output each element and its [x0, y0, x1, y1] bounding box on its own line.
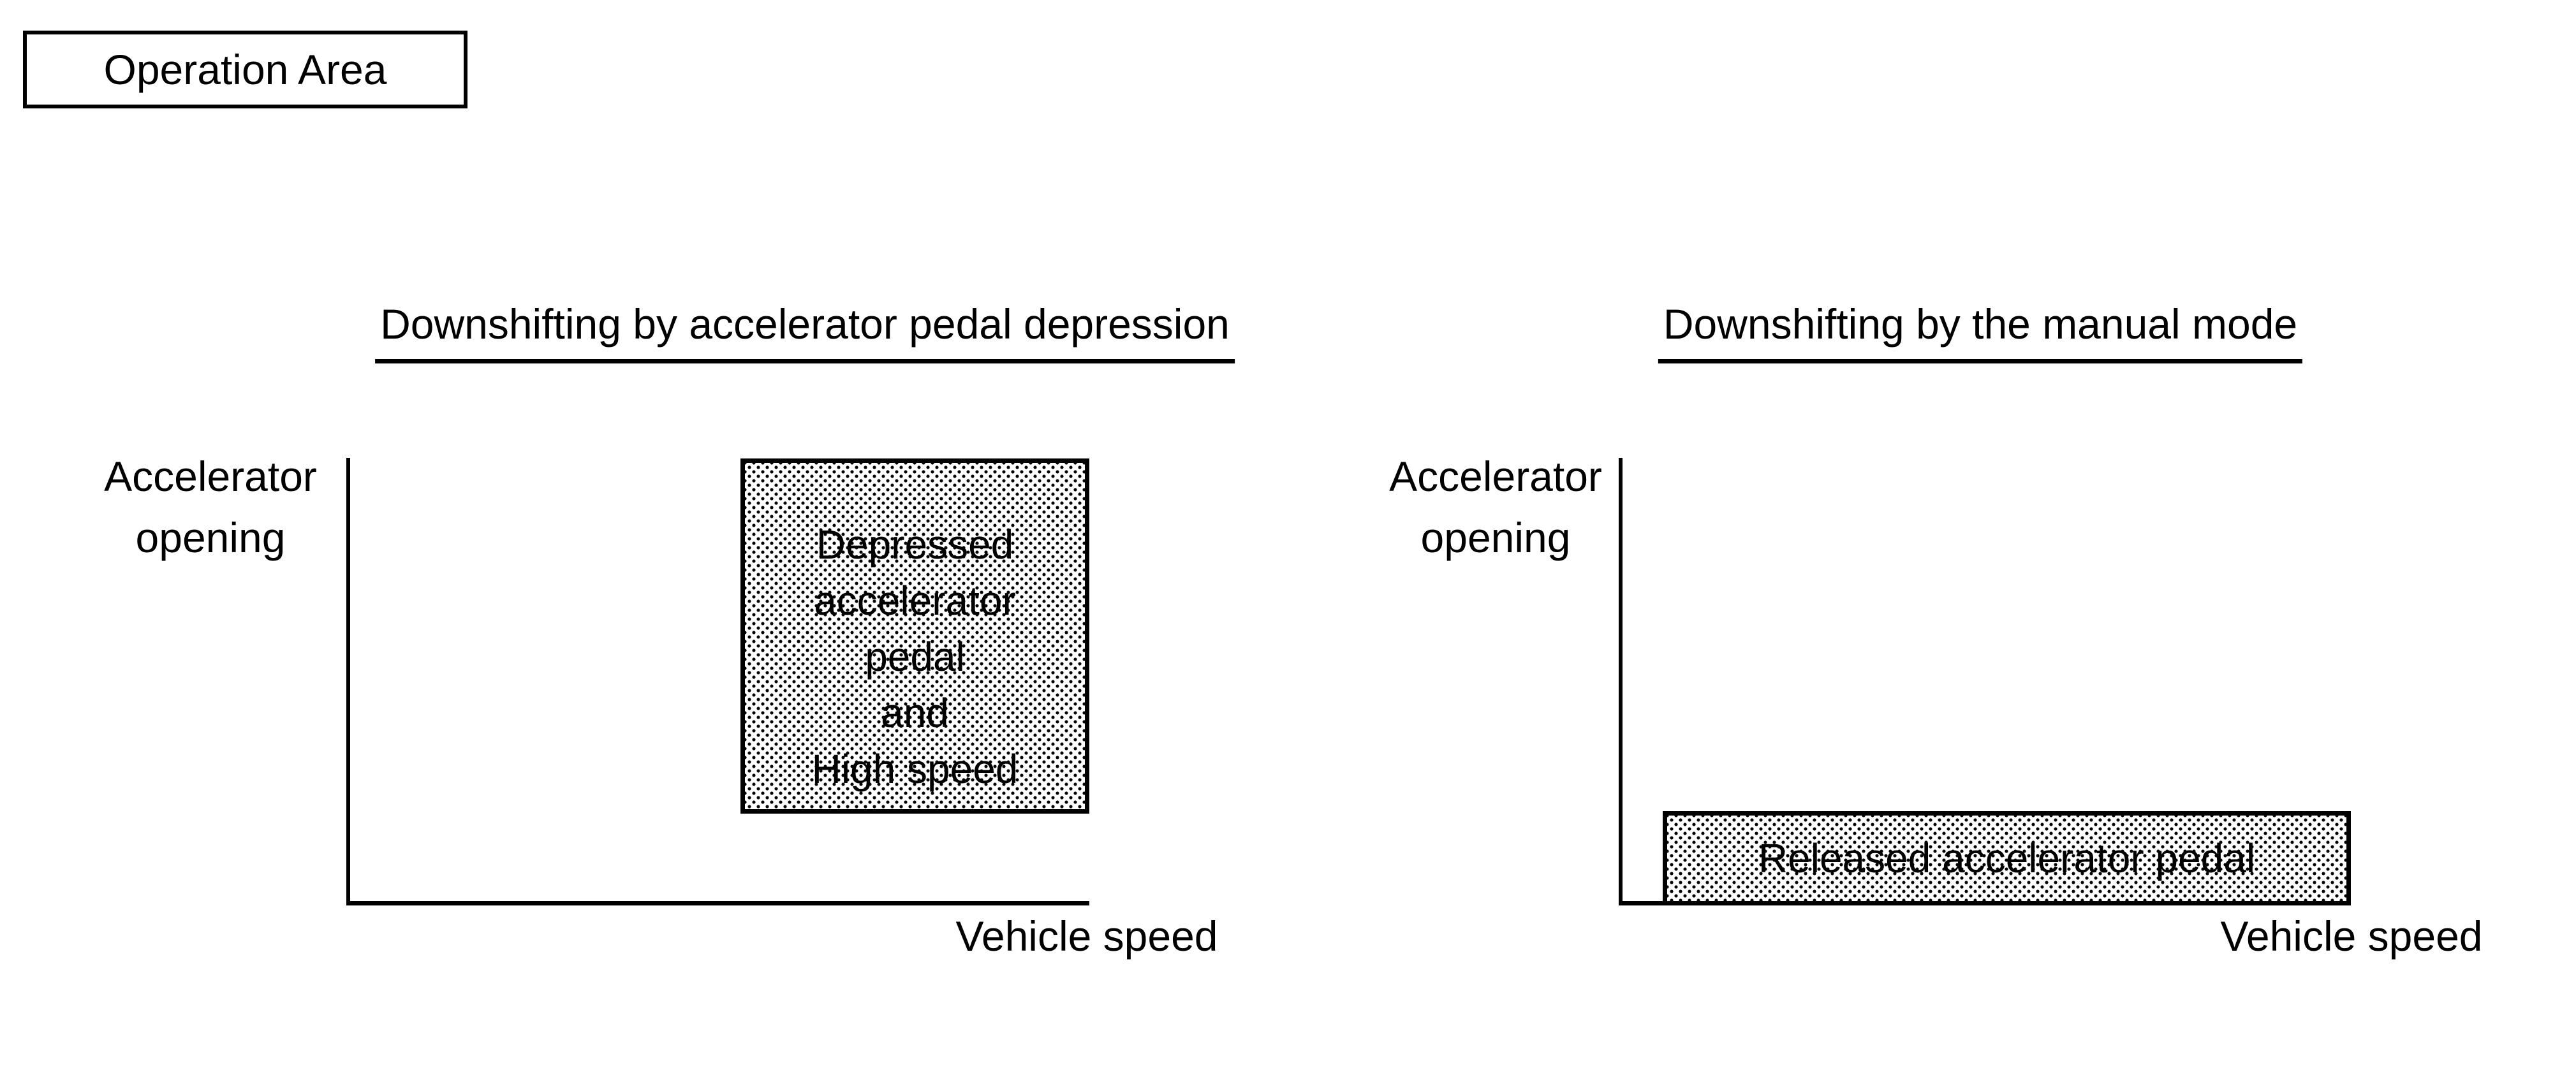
x-axis-label: Vehicle speed	[955, 912, 1218, 960]
operation-area-legend-label: Operation Area	[103, 46, 387, 93]
operation-region-high-speed: Depressed accelerator pedal and High spe…	[740, 458, 1089, 814]
x-axis-line	[346, 901, 1089, 905]
region-label-line: accelerator	[814, 577, 1016, 624]
region-label-line: Depressed	[816, 521, 1014, 568]
region-label-line: High speed	[811, 745, 1019, 792]
operation-region-released-pedal: Released accelerator pedal	[1663, 811, 2351, 905]
y-axis-label-line1: Accelerator	[1389, 453, 1602, 500]
y-axis-label-line1: Accelerator	[104, 453, 317, 500]
region-label-line: Released accelerator pedal	[1758, 835, 2256, 881]
y-axis-line	[1619, 458, 1623, 905]
panel-title-manual-mode: Downshifting by the manual mode	[1658, 298, 2303, 363]
region-label-line: pedal	[865, 633, 965, 680]
y-axis-label: Accelerator opening	[104, 446, 317, 568]
y-axis-label: Accelerator opening	[1389, 446, 1602, 568]
y-axis-label-line2: opening	[1420, 514, 1571, 561]
x-axis-label: Vehicle speed	[2220, 912, 2483, 960]
region-label-line: and	[881, 689, 949, 736]
y-axis-line	[346, 458, 350, 905]
y-axis-label-line2: opening	[135, 514, 286, 561]
operation-area-legend-box: Operation Area	[23, 31, 467, 108]
panel-title-accel-pedal-depression: Downshifting by accelerator pedal depres…	[375, 298, 1235, 363]
